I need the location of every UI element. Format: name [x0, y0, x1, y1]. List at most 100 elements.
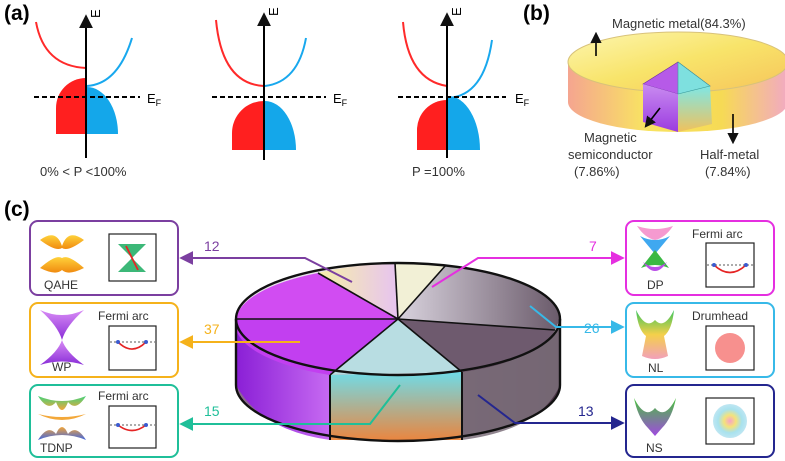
wp-inset	[108, 325, 157, 371]
spin-up-dos	[87, 87, 118, 134]
pie-b-slice-halfmetal-top	[677, 61, 711, 95]
tdnp-band-bottom-icon	[38, 427, 86, 440]
ns-label: NS	[646, 441, 663, 455]
spin-down-band	[402, 21, 448, 87]
spin-up-dos	[265, 101, 296, 150]
wp-weyl-point	[116, 340, 120, 344]
band-diagram-3: E EF	[398, 7, 530, 158]
fermi-label: EF	[147, 91, 162, 108]
pie-c-side-outline	[234, 319, 562, 443]
connector-qahe	[179, 251, 353, 283]
nl-drumhead-surface	[715, 333, 745, 363]
spin-down-dos	[232, 101, 264, 150]
pie-c-slice-tdnp	[330, 319, 462, 375]
half-metal-percent: (7.84%)	[705, 164, 751, 179]
tdnp-node-point	[144, 423, 148, 427]
pie-c-slice-qahe	[318, 263, 398, 319]
tdnp-label: TDNP	[40, 441, 73, 455]
ns-surface-state	[713, 404, 747, 438]
box-ns: NS	[625, 384, 775, 458]
fermi-label: EF	[333, 91, 348, 108]
panel-a-label: (a)	[4, 2, 30, 25]
fermi-label: EF	[515, 91, 530, 108]
spin-down-band	[215, 19, 265, 87]
tdnp-fermi-arc	[117, 424, 147, 432]
box-nl: NL Drumhead	[625, 302, 775, 378]
tdnp-node-point	[116, 423, 120, 427]
connector-dp	[431, 251, 625, 288]
tdnp-band-top-icon	[38, 396, 86, 410]
count-dp: 7	[589, 238, 597, 254]
wp-fermi-arc-label: Fermi arc	[98, 309, 149, 323]
pie-chart-c	[234, 261, 562, 443]
band-diagram-2: E EF	[212, 7, 348, 160]
energy-axis-label: E	[266, 7, 281, 16]
caption-full-polarization: P =100%	[412, 164, 465, 179]
tdnp-fermi-arc-label: Fermi arc	[98, 389, 149, 403]
dp-label: DP	[647, 278, 664, 292]
caption-partial-polarization: 0% < P <100%	[40, 164, 127, 179]
panel-b-label: (b)	[523, 2, 550, 25]
band-diagram-1: E EF	[34, 9, 162, 158]
qahe-label: QAHE	[44, 278, 78, 292]
pie-c-slice-wp-front	[235, 319, 398, 375]
semiconductor-arrow	[644, 107, 661, 128]
panel-c-label: (c)	[4, 198, 30, 221]
dp-fermi-arc-label: Fermi arc	[692, 227, 743, 241]
semiconductor-percent: (7.86%)	[574, 164, 620, 179]
qahe-band-top-icon	[40, 235, 84, 249]
spin-up-band	[264, 37, 307, 87]
qahe-band-bottom-icon	[40, 257, 84, 273]
count-qahe: 12	[204, 238, 220, 254]
connector-ns	[477, 394, 625, 430]
pie-c-slice-dividers	[236, 262, 556, 376]
box-qahe: QAHE	[29, 220, 179, 296]
spin-down-dos	[56, 78, 86, 134]
ns-band-icon	[634, 398, 676, 436]
wp-cone-bottom-icon	[40, 340, 84, 365]
pie-c-slice-wp	[236, 273, 398, 319]
dp-dirac-point	[744, 263, 748, 267]
pie-c-side-tdnp	[330, 372, 462, 440]
wp-cone-top-icon	[40, 310, 84, 340]
dp-fermi-arc	[713, 264, 747, 274]
dp-cone-bottom-purple-icon	[643, 262, 667, 271]
pie-b-slice-halfmetal-side	[678, 86, 712, 132]
wp-label: WP	[52, 360, 71, 374]
dp-cone-top-pink-icon	[637, 226, 673, 240]
qahe-edge-state	[125, 245, 139, 271]
spin-down-band	[35, 21, 87, 69]
half-metal-label: Half-metal	[700, 147, 759, 162]
nl-label: NL	[648, 361, 664, 375]
wp-fermi-arc	[117, 341, 147, 350]
pie-c-slice-dp	[395, 262, 446, 319]
connector-tdnp	[179, 384, 401, 431]
semiconductor-label-1: Magnetic	[584, 130, 637, 145]
wp-weyl-point	[144, 340, 148, 344]
spin-up-band	[86, 37, 133, 87]
connector-nl	[529, 305, 625, 334]
pie-c-slice-ns	[398, 319, 555, 372]
spin-down-dos	[417, 100, 447, 150]
dp-dirac-point	[712, 263, 716, 267]
box-tdnp: TDNP Fermi arc	[29, 384, 179, 458]
tdnp-band-mid-icon	[38, 414, 86, 420]
magnetic-metal-label: Magnetic metal(84.3%)	[612, 16, 746, 31]
count-nl: 26	[584, 320, 600, 336]
dp-cone-top-blue-icon	[640, 236, 670, 254]
pie-c-slice-nl	[398, 265, 561, 330]
qahe-cone-bottom-icon	[118, 258, 146, 272]
spin-up-dos	[448, 96, 480, 150]
box-wp: WP Fermi arc	[29, 302, 179, 378]
count-ns: 13	[578, 403, 594, 419]
energy-axis-label: E	[449, 7, 464, 16]
qahe-cone-top-icon	[118, 244, 146, 258]
semiconductor-label-2: semiconductor	[568, 147, 653, 162]
tdnp-inset	[108, 405, 157, 449]
dp-cone-bottom-green-icon	[641, 250, 669, 268]
spin-up-band	[447, 39, 493, 99]
count-wp: 37	[204, 321, 220, 337]
nl-band-icon	[636, 310, 674, 359]
pie-chart-b	[567, 31, 785, 132]
